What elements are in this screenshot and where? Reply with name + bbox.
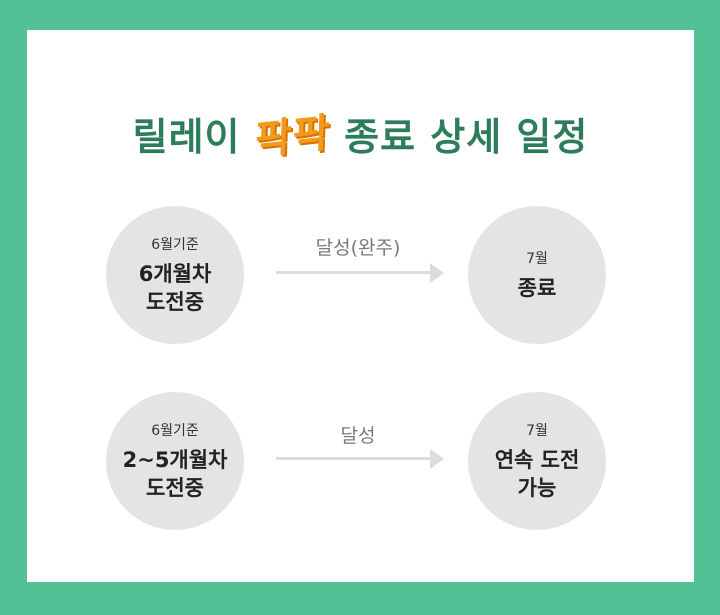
row2-left-circle: 6월기준 2~5개월차 도전중 bbox=[106, 392, 244, 530]
row2-left-small: 6월기준 bbox=[151, 423, 199, 439]
row1-right-circle: 7월 종료 bbox=[468, 206, 606, 344]
row1-arrow-icon bbox=[276, 263, 444, 283]
row1-right-small: 7월 bbox=[526, 251, 548, 267]
row2-right-circle: 7월 연속 도전 가능 bbox=[468, 392, 606, 530]
row1-left-small: 6월기준 bbox=[151, 237, 199, 253]
title-suffix: 종료 상세 일정 bbox=[344, 114, 589, 159]
row1-left-big: 6개월차 도전중 bbox=[138, 262, 212, 314]
row2-arrow-label: 달성 bbox=[340, 425, 376, 447]
row1-arrow-label: 달성(완주) bbox=[315, 237, 401, 259]
row2-right-small: 7월 bbox=[526, 423, 548, 439]
row1-right-big: 종료 bbox=[517, 276, 557, 300]
schedule-panel: 릴레이 팍팍 종료 상세 일정 6월기준 6개월차 도전중 달성(완주) 7월 … bbox=[27, 30, 694, 582]
row1-left-circle: 6월기준 6개월차 도전중 bbox=[106, 206, 244, 344]
title-highlight-logo: 팍팍 bbox=[253, 109, 331, 165]
title-prefix: 릴레이 bbox=[132, 114, 241, 159]
row2-right-big: 연속 도전 가능 bbox=[494, 448, 580, 500]
row2-arrow-icon bbox=[276, 449, 444, 469]
row2-left-big: 2~5개월차 도전중 bbox=[122, 448, 228, 500]
page-title: 릴레이 팍팍 종료 상세 일정 bbox=[27, 104, 694, 164]
